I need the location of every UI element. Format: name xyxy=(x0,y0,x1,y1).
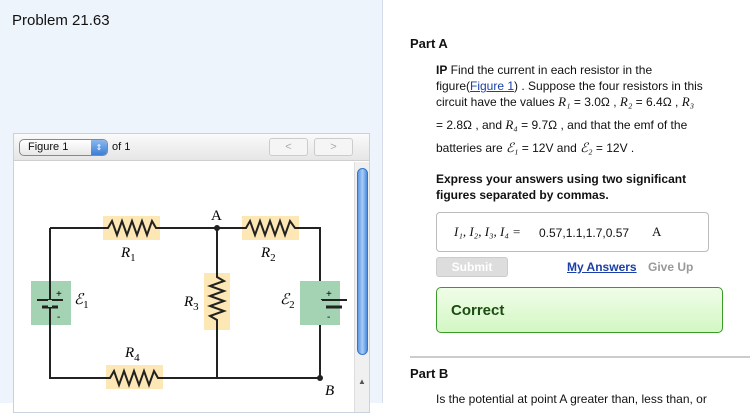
give-up-link[interactable]: Give Up xyxy=(648,260,694,274)
circuit-diagram: A B R1 R2 R3 R4 ℰ1 ℰ2 + - + - xyxy=(31,208,347,399)
label-e1: ℰ1 xyxy=(74,292,89,311)
resistor-r4 xyxy=(106,365,163,389)
label-e2: ℰ2 xyxy=(280,292,295,311)
my-answers-link[interactable]: My Answers xyxy=(567,260,637,274)
divider xyxy=(410,356,750,358)
r3-zigzag xyxy=(207,273,227,330)
e2-minus: - xyxy=(327,312,330,323)
part-a-heading: Part A xyxy=(410,36,448,51)
r1-zigzag xyxy=(103,218,160,238)
prev-figure-button[interactable]: < xyxy=(269,138,308,156)
node-a xyxy=(214,225,220,231)
question-panel: Part A IP Find the current in each resis… xyxy=(384,0,750,406)
feedback-correct: Correct xyxy=(436,287,723,333)
figure-select[interactable]: Figure 1 ⇕ xyxy=(19,139,108,156)
label-r4: R4 xyxy=(124,345,140,364)
answer-box: I₁, I₂, I₃, I₄ = 0.57,1.1,1.7,0.57 A xyxy=(436,212,709,252)
answer-unit: A xyxy=(652,224,662,239)
answer-label: I₁, I₂, I₃, I₄ = xyxy=(454,224,521,239)
r4-zigzag xyxy=(106,368,163,388)
part-b-heading: Part B xyxy=(410,366,449,381)
figure-select-value: Figure 1 xyxy=(28,141,69,153)
figure-scrollbar[interactable]: ▲ xyxy=(354,162,369,412)
select-arrows-icon: ⇕ xyxy=(91,140,107,155)
figure-count: of 1 xyxy=(112,141,131,153)
label-a: A xyxy=(211,208,222,224)
e1-plus: + xyxy=(56,289,62,300)
figure-link[interactable]: Figure 1 xyxy=(470,79,515,93)
r2-zigzag xyxy=(242,218,299,238)
scroll-up-arrow-icon[interactable]: ▲ xyxy=(358,377,366,386)
figure-panel: Problem 21.63 Figure 1 ⇕ of 1 < > ▲ xyxy=(0,0,383,413)
e2-plus: + xyxy=(326,289,332,300)
scrollbar-thumb[interactable] xyxy=(357,168,368,355)
label-b: B xyxy=(325,383,334,399)
submit-button[interactable]: Submit xyxy=(436,257,508,277)
instructions: Express your answers using two significa… xyxy=(436,172,687,202)
node-b xyxy=(317,375,323,381)
label-r2: R2 xyxy=(260,245,276,264)
label-r1: R1 xyxy=(120,245,136,264)
problem-title: Problem 21.63 xyxy=(12,12,110,29)
figure-viewer: Figure 1 ⇕ of 1 < > ▲ xyxy=(13,133,370,413)
answer-input[interactable]: 0.57,1.1,1.7,0.57 xyxy=(539,226,630,240)
next-figure-button[interactable]: > xyxy=(314,138,353,156)
figure-toolbar: Figure 1 ⇕ of 1 < > xyxy=(14,134,369,161)
part-b-text: Is the potential at point A greater than… xyxy=(436,392,707,406)
question-text: IP Find the current in each resistor in … xyxy=(436,63,703,155)
e1-minus: - xyxy=(57,312,60,323)
label-r3: R3 xyxy=(183,294,199,313)
